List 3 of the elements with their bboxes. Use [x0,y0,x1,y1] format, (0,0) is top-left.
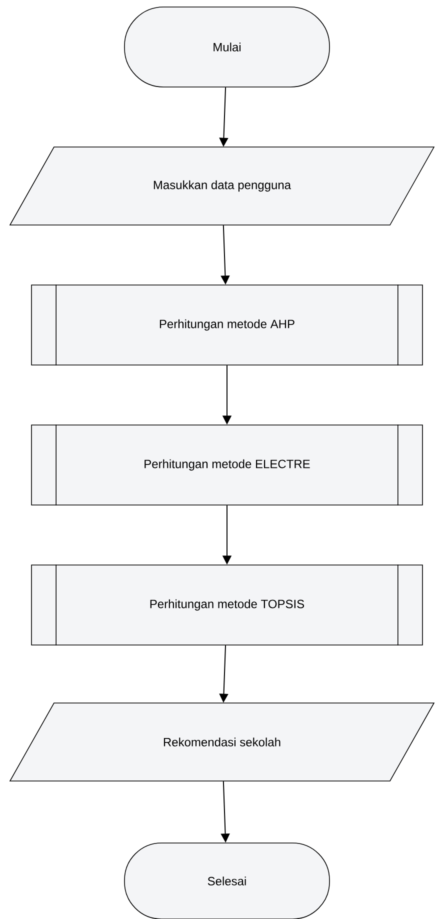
process-box: Perhitungan metode AHP [31,284,423,366]
process-box: Perhitungan metode TOPSIS [31,564,423,646]
process-box: Perhitungan metode ELECTRE [31,424,423,506]
